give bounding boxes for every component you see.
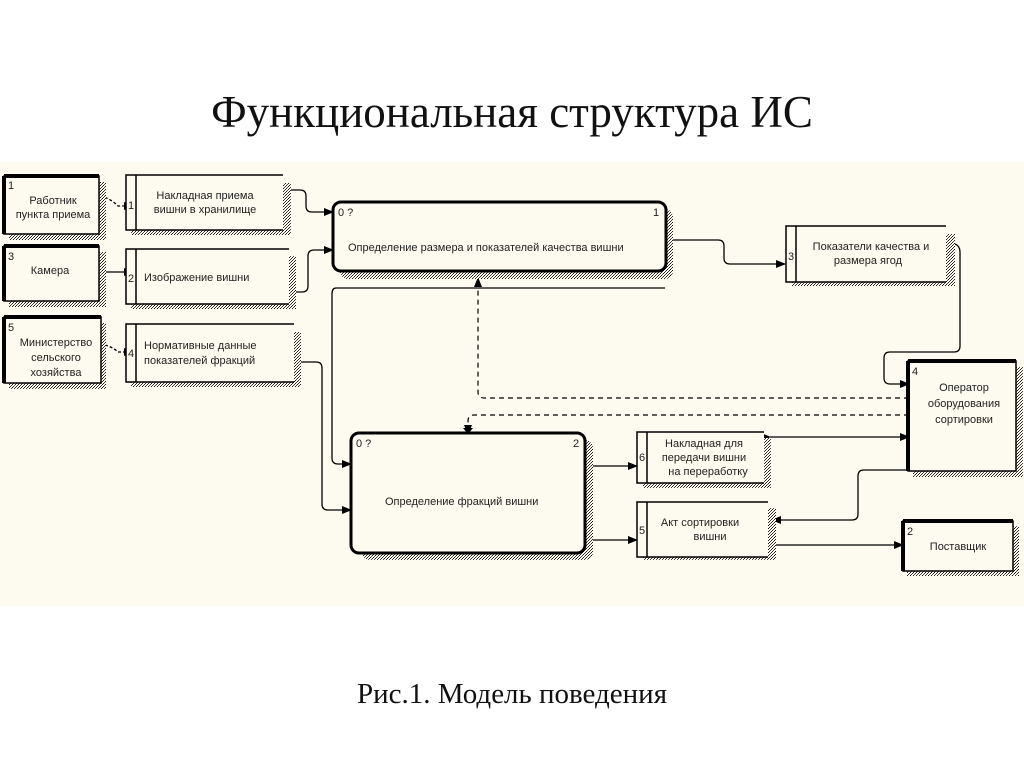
- entity-label-line: хозяйства: [31, 367, 83, 379]
- store-id: 4: [128, 348, 134, 360]
- slide-title: Функциональная структура ИС: [211, 87, 813, 137]
- store-label-line: вишни в хранилище: [154, 204, 257, 216]
- entity-label-line: сортировки: [935, 414, 993, 426]
- data-store-1[interactable]: 1 Накладная приема вишни в хранилище: [125, 174, 291, 235]
- store-label-line: размера ягод: [834, 255, 903, 267]
- entity-id: 3: [8, 251, 14, 263]
- process-cost: 0 ?: [356, 438, 371, 450]
- entity-label-line: Поставщик: [930, 541, 987, 553]
- data-store-3[interactable]: 3 Показатели качества и размера ягод: [785, 225, 955, 286]
- process-id: 2: [573, 438, 579, 450]
- flow-store2-to-process1: [293, 246, 334, 293]
- external-entity-5[interactable]: 5 Министерство сельского хозяйства: [2, 315, 106, 389]
- entity-label-line: Работник: [29, 195, 77, 207]
- store-label-line: Накладная приема: [156, 190, 254, 202]
- process-label: Определение фракций вишни: [385, 496, 538, 508]
- flow-entity4-to-store5: [771, 469, 909, 524]
- entity-id: 1: [8, 180, 14, 192]
- store-label-line: вишни: [693, 531, 726, 543]
- entity-id: 2: [907, 526, 913, 538]
- flow-store3-to-entity4: [883, 243, 961, 388]
- entity-label-line: Министерство: [20, 337, 93, 349]
- data-store-2[interactable]: 2 Изображение вишни: [125, 248, 296, 309]
- control-entity4-to-process1: [474, 277, 909, 399]
- store-label-line: Изображение вишни: [144, 272, 249, 284]
- external-entity-4[interactable]: 4 Оператор оборудования сортировки: [906, 359, 1023, 477]
- process-2[interactable]: 0 ? 2 Определение фракций вишни: [349, 431, 593, 560]
- entity-id: 5: [8, 322, 14, 334]
- store-id: 6: [639, 452, 645, 464]
- data-store-4[interactable]: 4 Нормативные данные показателей фракций: [125, 323, 301, 387]
- process-id: 1: [653, 207, 659, 219]
- process-1[interactable]: 0 ? 1 Определение размера и показателей …: [331, 200, 673, 279]
- store-label-line: передачи вишни: [662, 452, 746, 464]
- store-id: 5: [639, 525, 645, 537]
- data-store-5[interactable]: 5 Акт сортировки вишни: [636, 501, 776, 560]
- flow-process1-to-store3: [665, 239, 786, 268]
- entity-label-line: Оператор: [939, 382, 989, 394]
- entity-label-line: сельского: [31, 352, 81, 364]
- entity-id: 4: [912, 366, 918, 378]
- data-store-6[interactable]: 6 Накладная для передачи вишни на перера…: [636, 431, 771, 488]
- store-label-line: Накладная для: [665, 438, 743, 450]
- control-entity4-to-process2: [464, 414, 909, 435]
- store-label-line: Нормативные данные: [144, 340, 257, 352]
- store-label-line: показателей фракций: [144, 355, 255, 367]
- flow-store1-to-process1: [290, 189, 334, 216]
- store-id: 1: [128, 200, 134, 212]
- process-cost: 0 ?: [338, 207, 353, 219]
- external-entity-2[interactable]: 2 Поставщик: [901, 519, 1019, 576]
- process-label: Определение размера и показателей качест…: [348, 242, 624, 254]
- flow-store4-to-process2: [298, 361, 352, 514]
- store-id: 3: [788, 251, 794, 263]
- external-entity-1[interactable]: 1 Работник пункта приема: [2, 174, 106, 240]
- store-label-line: Показатели качества и: [813, 241, 930, 253]
- flow-store2-to-process2: [331, 287, 665, 468]
- diagram-canvas: 1 Работник пункта приема 3 Камера 5 Мини…: [0, 162, 1024, 606]
- figure-caption: Рис.1. Модель поведения: [356, 678, 668, 710]
- entity-label-line: оборудования: [928, 398, 1000, 410]
- store-id: 2: [128, 273, 134, 285]
- store-label-line: на переработку: [668, 466, 748, 478]
- store-label-line: Акт сортировки: [661, 517, 739, 529]
- entity-label-line: Камера: [31, 265, 70, 277]
- external-entity-3[interactable]: 3 Камера: [2, 244, 106, 307]
- entity-label-line: пункта приема: [16, 209, 91, 221]
